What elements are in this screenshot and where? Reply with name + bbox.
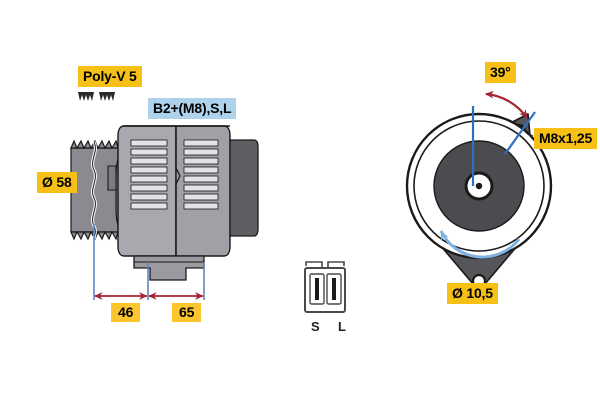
label-thread-size: M8x1,25 xyxy=(534,128,598,149)
label-terminals: B2+(M8),S,L xyxy=(148,98,237,119)
label-dimension-65: 65 xyxy=(172,303,202,322)
angle-reference-lines xyxy=(471,106,536,186)
alternator-end-view xyxy=(405,90,553,292)
alternator-housing xyxy=(107,125,259,281)
label-dimension-46: 46 xyxy=(111,303,141,322)
terminal-connector-detail xyxy=(304,261,346,313)
thread-leader-line xyxy=(525,132,534,137)
label-pulley-diameter: Ø 58 xyxy=(37,172,77,193)
connector-pin-label-l: L xyxy=(338,319,346,334)
label-mounting-angle: 39° xyxy=(485,62,516,83)
poly-v-belt-profile-icon xyxy=(78,92,115,101)
connector-pin-label-s: S xyxy=(311,319,320,334)
label-bore-diameter: Ø 10,5 xyxy=(447,283,498,304)
rotation-direction-arrow-icon xyxy=(439,230,521,259)
label-belt-profile: Poly-V 5 xyxy=(78,66,142,87)
alternator-side-view xyxy=(70,92,259,300)
angle-dimension-arc xyxy=(485,90,528,119)
